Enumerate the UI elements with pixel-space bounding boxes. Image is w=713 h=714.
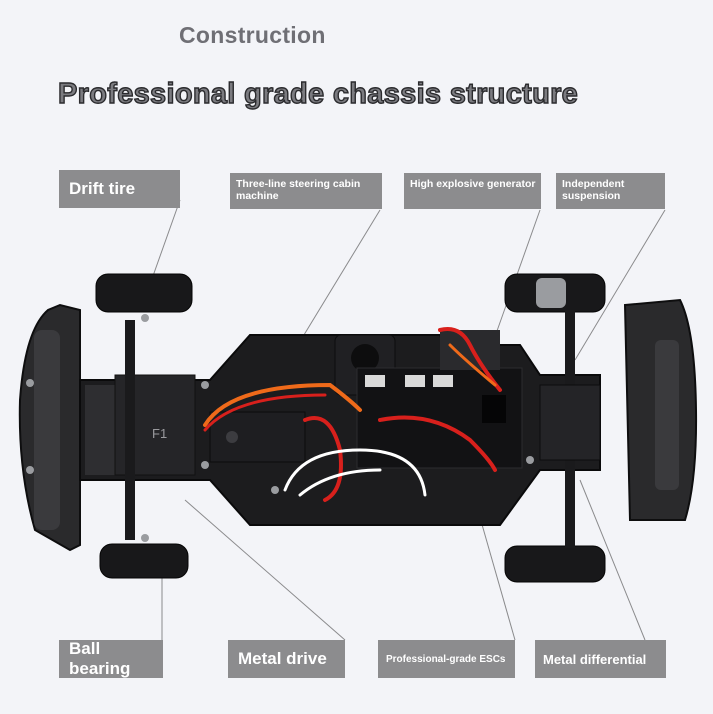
label-independent-suspension: Independent suspension <box>556 173 665 209</box>
motor-shaft <box>351 344 379 372</box>
construction-subtitle: Construction <box>179 22 326 48</box>
esc-chip <box>482 395 506 423</box>
rear-tire-bottom <box>504 545 606 583</box>
label-esc: Professional-grade ESCs <box>378 640 515 678</box>
front-tire-bottom <box>99 543 189 579</box>
esc-connector-2 <box>405 375 425 387</box>
bumper-face <box>34 330 60 530</box>
page-title: Professional grade chassis structure <box>57 77 579 110</box>
rear-differential <box>539 384 601 461</box>
label-ball-bearing: Ball bearing <box>59 639 163 678</box>
rear-hub-top <box>536 278 566 308</box>
label-steering-servo: Three-line steering cabin machine <box>230 173 382 209</box>
front-tire-top <box>95 273 193 313</box>
label-metal-drive: Metal drive <box>228 640 345 678</box>
screws <box>26 314 534 542</box>
esc-connector-1 <box>365 375 385 387</box>
front-plate <box>85 385 120 475</box>
label-generator: High explosive generator <box>404 173 541 209</box>
wiring <box>203 327 502 502</box>
servo-horn <box>226 431 238 443</box>
label-metal-differential: Metal differential <box>535 640 666 678</box>
label-drift-tire: Drift tire <box>59 170 180 208</box>
rear-bumper-face <box>655 340 679 490</box>
esc-connector-3 <box>433 375 453 387</box>
chassis-marking: F1 <box>152 426 167 441</box>
steering-servo <box>209 411 306 463</box>
